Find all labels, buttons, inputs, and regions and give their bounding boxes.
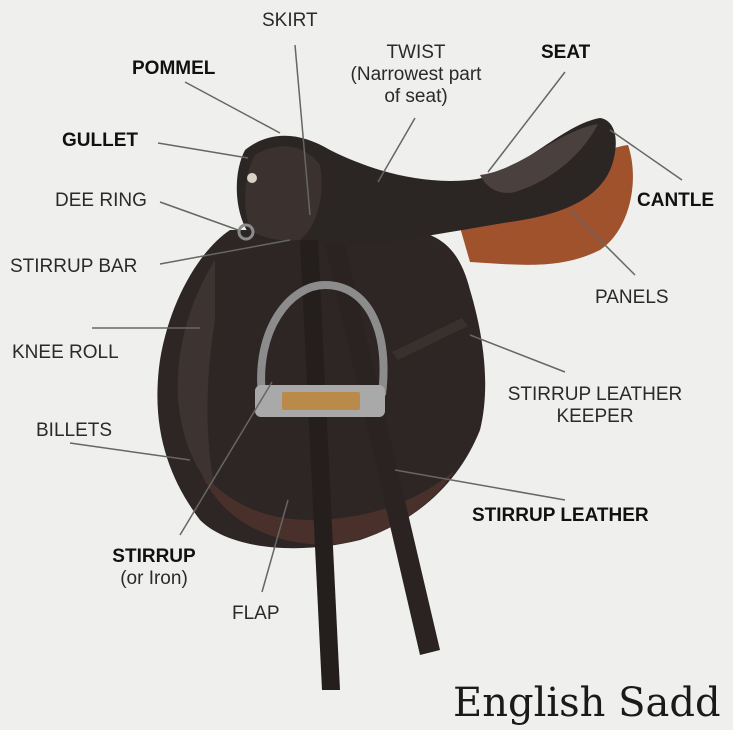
label-panels: PANELS bbox=[595, 287, 669, 309]
caption-title: English Sadd bbox=[453, 680, 721, 726]
label-skirt: SKIRT bbox=[262, 10, 318, 32]
label-twist-line1: TWIST bbox=[338, 42, 494, 64]
leader-pommel bbox=[185, 82, 280, 133]
leader-twist bbox=[378, 118, 415, 182]
label-billets: BILLETS bbox=[36, 420, 112, 442]
label-twist-line2: (Narrowest part bbox=[338, 64, 494, 86]
label-twist: TWIST (Narrowest part of seat) bbox=[338, 42, 494, 108]
label-seat: SEAT bbox=[541, 42, 590, 64]
label-gullet: GULLET bbox=[62, 130, 138, 152]
label-twist-line3: of seat) bbox=[338, 86, 494, 108]
label-stirrup-leather: STIRRUP LEATHER bbox=[472, 505, 649, 527]
label-cantle: CANTLE bbox=[637, 190, 714, 212]
leader-gullet bbox=[158, 143, 248, 158]
stirrup-pad-shape bbox=[282, 392, 360, 410]
label-flap: FLAP bbox=[232, 603, 280, 625]
label-pommel: POMMEL bbox=[132, 58, 215, 80]
label-stirrup-bar: STIRRUP BAR bbox=[10, 256, 137, 278]
label-stirrup-leather-keeper: STIRRUP LEATHER KEEPER bbox=[497, 384, 693, 428]
label-stirrup: STIRRUP (or Iron) bbox=[96, 546, 212, 590]
label-dee-ring: DEE RING bbox=[55, 190, 147, 212]
leader-dee-ring bbox=[160, 202, 238, 230]
label-knee-roll: KNEE ROLL bbox=[12, 342, 119, 364]
pommel-rivet-shape bbox=[247, 173, 257, 183]
label-stirrup-line2: (or Iron) bbox=[96, 568, 212, 590]
label-stirrup-line1: STIRRUP bbox=[96, 546, 212, 568]
saddle-skirt-shape bbox=[245, 146, 321, 240]
label-keeper-line1: STIRRUP LEATHER bbox=[497, 384, 693, 406]
label-keeper-line2: KEEPER bbox=[497, 406, 693, 428]
